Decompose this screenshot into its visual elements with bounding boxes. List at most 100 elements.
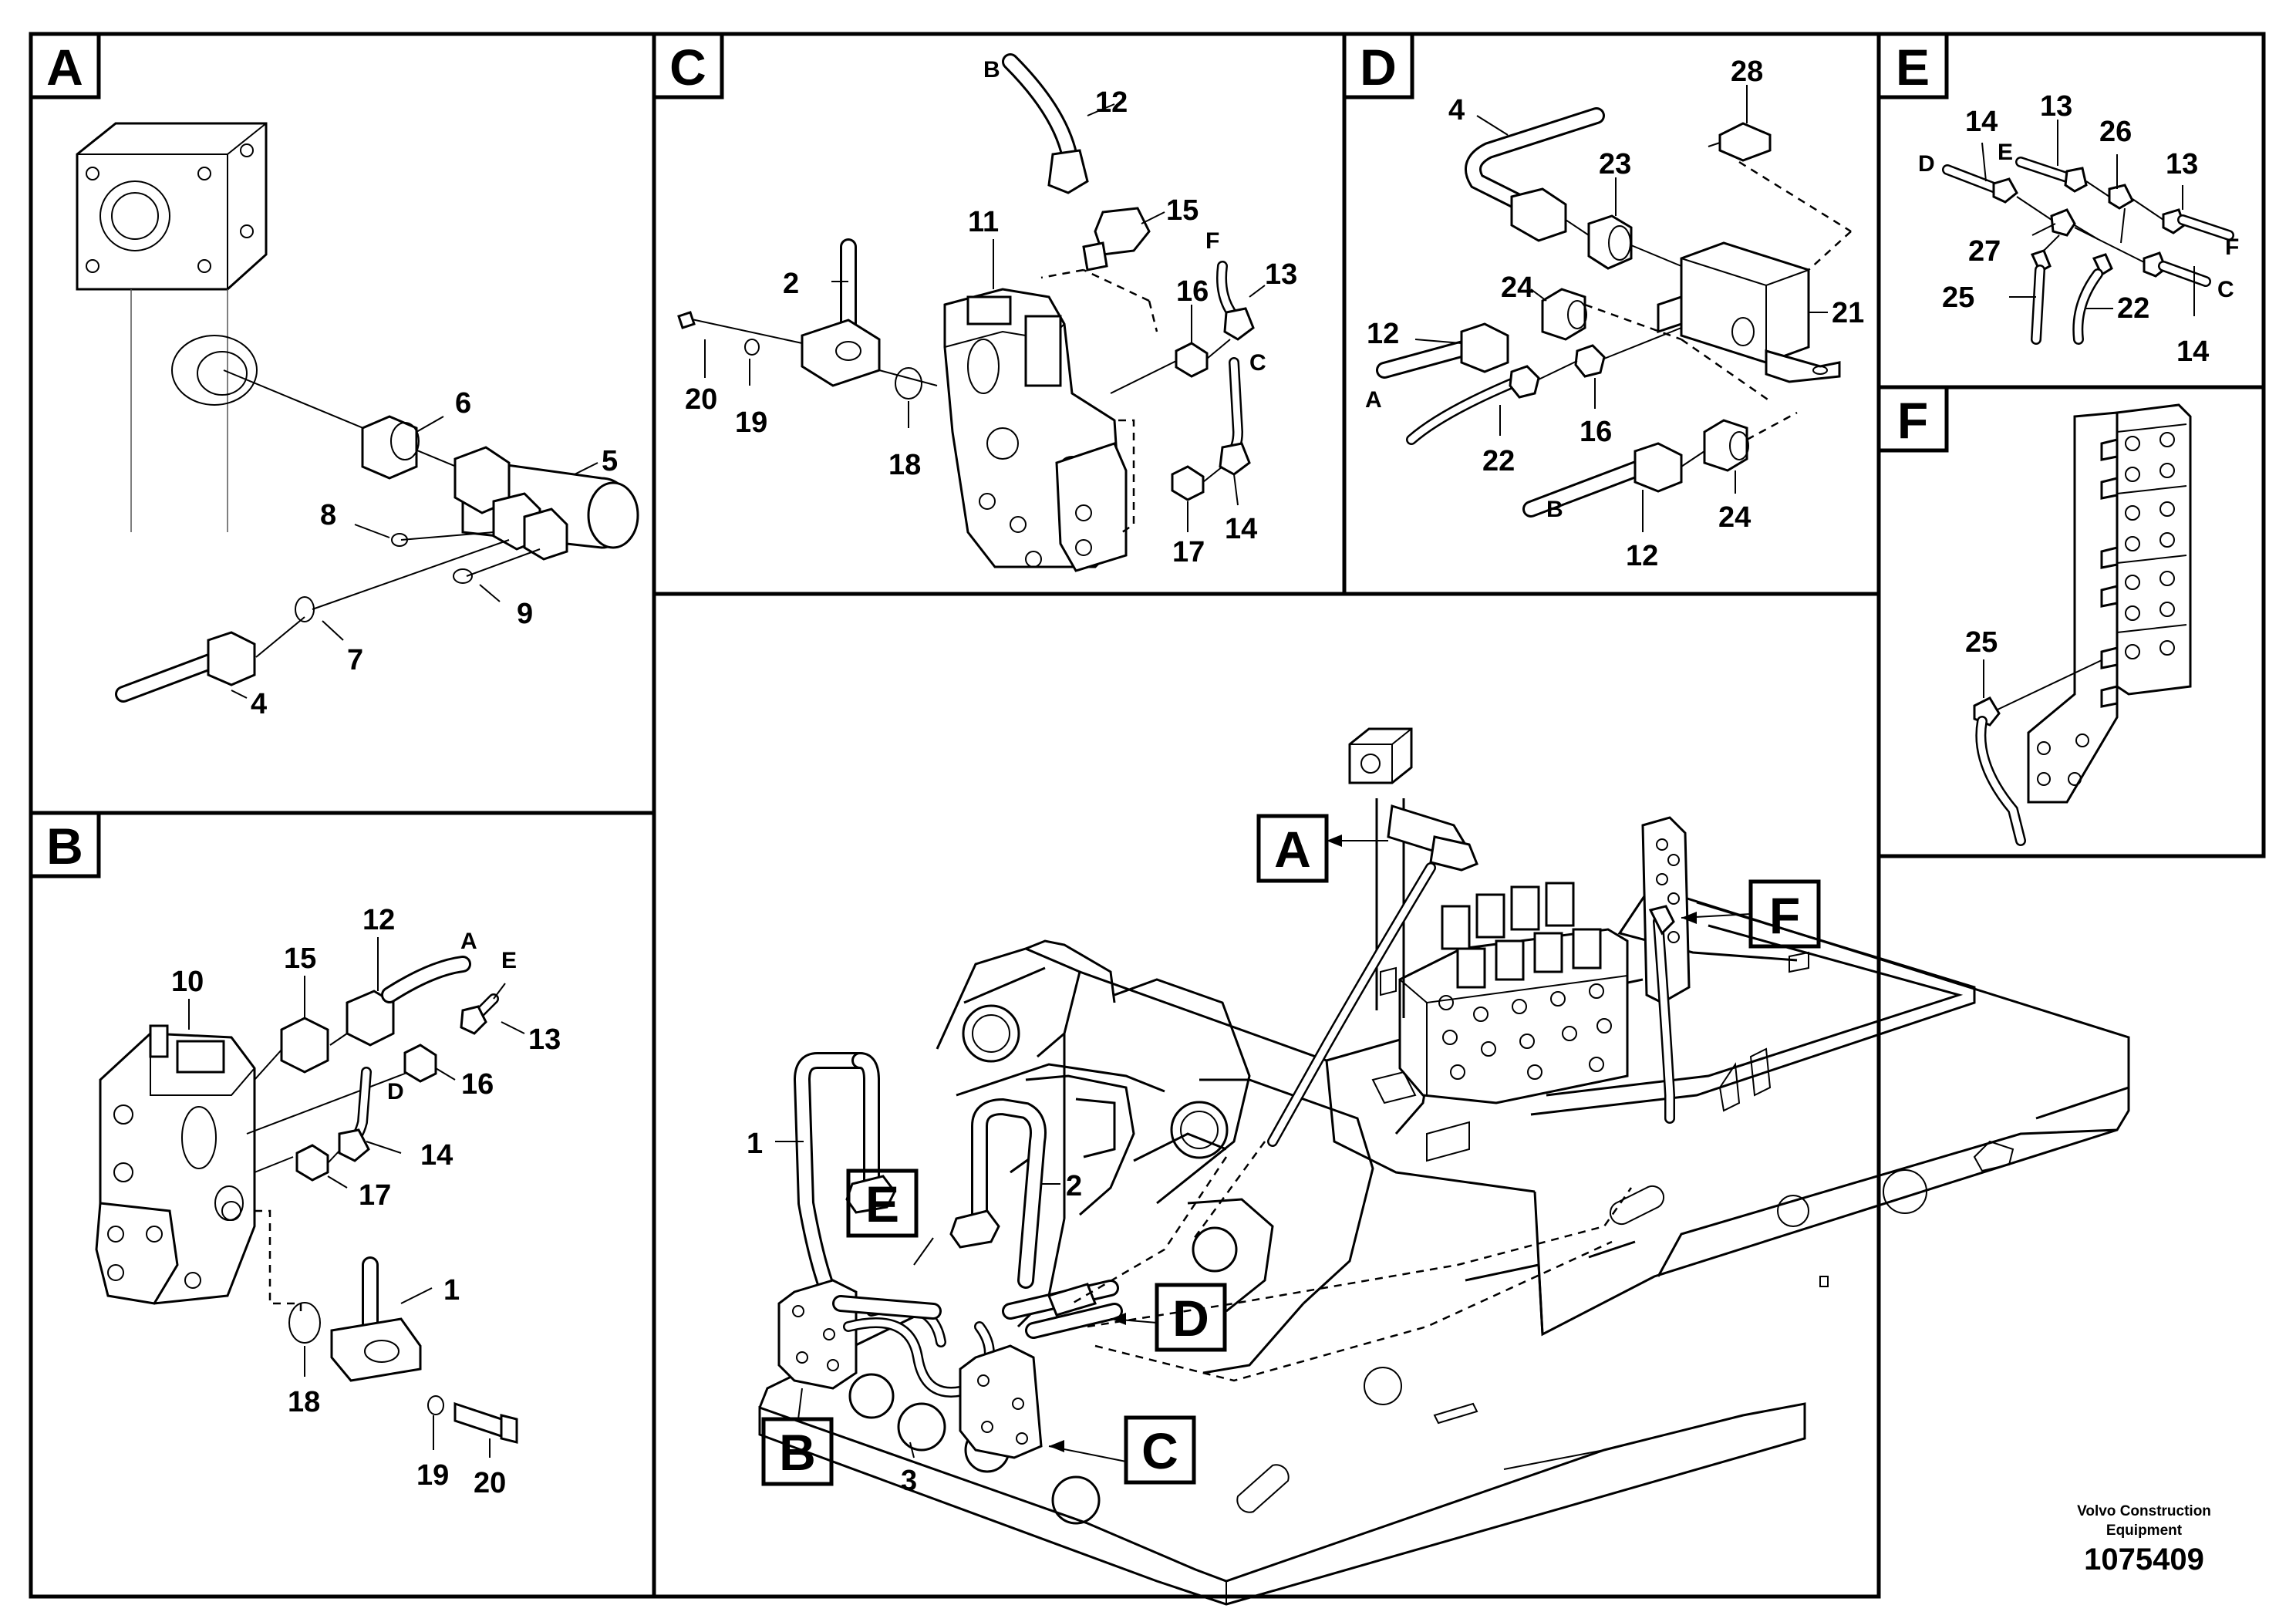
panel-b-drawing: 10 15 12 A E 13 16 D 14 17 1 18 19 20 [95, 904, 561, 1499]
panel-d-label-a: A [1365, 387, 1382, 413]
panel-b-label-10: 10 [171, 966, 204, 998]
panel-b-label-20: 20 [474, 1467, 506, 1499]
panel-e-label-e: E [1998, 140, 2013, 165]
panel-c-label-f: F [1205, 228, 1219, 254]
panel-a-tag: A [29, 32, 101, 99]
panel-a-label-8: 8 [320, 499, 336, 531]
panel-e-letter: E [1896, 39, 1930, 96]
panel-a-label-7: 7 [347, 644, 363, 676]
panel-d-label-24-upper: 24 [1501, 271, 1533, 304]
main-label-3: 3 [901, 1465, 917, 1497]
panel-e-label-14-lower: 14 [2176, 336, 2209, 368]
callout-d[interactable]: D [1155, 1283, 1227, 1352]
brand-line-2: Equipment [2106, 1523, 2183, 1539]
callout-c-letter: C [1141, 1422, 1178, 1479]
panel-b-label-1: 1 [443, 1274, 460, 1307]
callout-b-letter: B [779, 1424, 816, 1481]
callout-e[interactable]: E [846, 1168, 919, 1238]
panel-e-label-c: C [2217, 277, 2234, 302]
callout-c[interactable]: C [1124, 1415, 1196, 1485]
panel-e-drawing: 14 13 26 13 D E F 27 25 22 C 14 [1918, 90, 2239, 368]
panel-c-tag: C [652, 32, 724, 99]
callout-d-letter: D [1172, 1290, 1209, 1347]
callout-a-letter: A [1274, 821, 1311, 878]
panel-c-label-17: 17 [1172, 536, 1205, 568]
drawing-number: 1075409 [2084, 1543, 2204, 1576]
footer-block: Volvo Construction Equipment 1075409 [2077, 1503, 2211, 1576]
panel-f-drawing: 25 [1965, 403, 2192, 846]
panel-b-label-18: 18 [288, 1386, 320, 1418]
panel-a-label-9: 9 [517, 598, 533, 630]
panel-c-label-16: 16 [1176, 275, 1209, 308]
brand-line-1: Volvo Construction [2077, 1503, 2211, 1519]
panel-e-tag: E [1876, 32, 1949, 99]
callout-a[interactable]: A [1256, 814, 1329, 883]
callout-b[interactable]: B [761, 1417, 834, 1486]
panel-d-label-b: B [1546, 497, 1563, 522]
panel-b-label-15: 15 [284, 943, 316, 975]
panel-d-label-12-lower: 12 [1626, 540, 1658, 572]
panel-d-label-22: 22 [1482, 445, 1515, 477]
panel-d-label-23: 23 [1599, 148, 1631, 180]
panel-c-label-18: 18 [888, 449, 921, 481]
callout-f[interactable]: F [1748, 879, 1821, 949]
panel-f-label-25: 25 [1965, 626, 1998, 659]
panel-a-letter: A [46, 39, 83, 96]
main-view-drawing: 1 2 3 [747, 727, 2130, 1606]
panel-c-label-11: 11 [968, 206, 999, 238]
panel-c-label-c: C [1249, 350, 1266, 376]
panel-b-label-12: 12 [362, 904, 395, 936]
panel-d-label-21: 21 [1832, 297, 1864, 329]
panel-d-label-28: 28 [1731, 56, 1763, 88]
panel-e-label-13-upper: 13 [2040, 90, 2072, 123]
panel-f-tag: F [1876, 385, 1949, 453]
panel-c-drawing: B 12 11 15 F 13 2 16 C 20 19 18 17 14 [677, 53, 1297, 572]
panel-c-label-b: B [983, 57, 1000, 83]
main-label-1: 1 [747, 1128, 763, 1160]
panel-e-label-f: F [2225, 234, 2239, 260]
panel-a-label-4: 4 [251, 688, 267, 720]
panel-a-label-6: 6 [455, 387, 471, 420]
panel-c-letter: C [669, 39, 706, 96]
panel-d-label-16: 16 [1580, 416, 1612, 448]
panel-c-label-19: 19 [735, 406, 767, 439]
panel-a-drawing: 6 5 8 7 9 4 [76, 122, 639, 720]
panel-f-letter: F [1897, 392, 1928, 449]
panel-d-label-4: 4 [1448, 94, 1465, 126]
panel-e-label-27: 27 [1968, 235, 2001, 268]
panel-e-frame [1876, 32, 2266, 389]
panel-c-label-13: 13 [1265, 258, 1297, 291]
panel-c-label-12: 12 [1095, 86, 1128, 119]
callout-e-letter: E [865, 1175, 899, 1233]
panel-e-label-22: 22 [2117, 292, 2149, 325]
main-label-2: 2 [1066, 1170, 1082, 1202]
panel-b-label-e: E [501, 948, 517, 973]
panel-b-label-16: 16 [461, 1068, 494, 1101]
panel-d-drawing: 4 28 23 24 21 12 A 16 22 B 12 24 [1365, 56, 1864, 572]
panel-d-label-24-lower: 24 [1718, 501, 1751, 534]
panel-d-tag: D [1342, 32, 1414, 99]
panel-c-label-14: 14 [1225, 513, 1257, 545]
panel-d-label-12-upper: 12 [1367, 318, 1399, 350]
panel-e-label-d: D [1918, 151, 1935, 177]
panel-e-label-13-right: 13 [2166, 148, 2198, 180]
panel-b-label-d: D [387, 1079, 404, 1104]
panel-e-label-26: 26 [2099, 116, 2132, 148]
panel-b-label-17: 17 [359, 1179, 391, 1212]
panel-e-label-14-upper: 14 [1965, 106, 1998, 138]
callout-f-letter: F [1769, 887, 1800, 944]
panel-b-label-14: 14 [420, 1139, 453, 1172]
panel-b-tag: B [29, 811, 101, 878]
panel-e-label-25: 25 [1942, 282, 1974, 314]
panel-b-label-a: A [460, 929, 477, 954]
panel-a-label-5: 5 [602, 445, 618, 477]
panel-c-label-20: 20 [685, 383, 717, 416]
panel-b-label-13: 13 [528, 1023, 561, 1056]
panel-c-label-15: 15 [1166, 194, 1199, 227]
panel-b-letter: B [46, 818, 83, 875]
panel-c-label-2: 2 [783, 268, 799, 300]
main-view-frame [652, 592, 1881, 1599]
panel-b-label-19: 19 [416, 1459, 449, 1492]
panel-d-letter: D [1360, 39, 1397, 96]
